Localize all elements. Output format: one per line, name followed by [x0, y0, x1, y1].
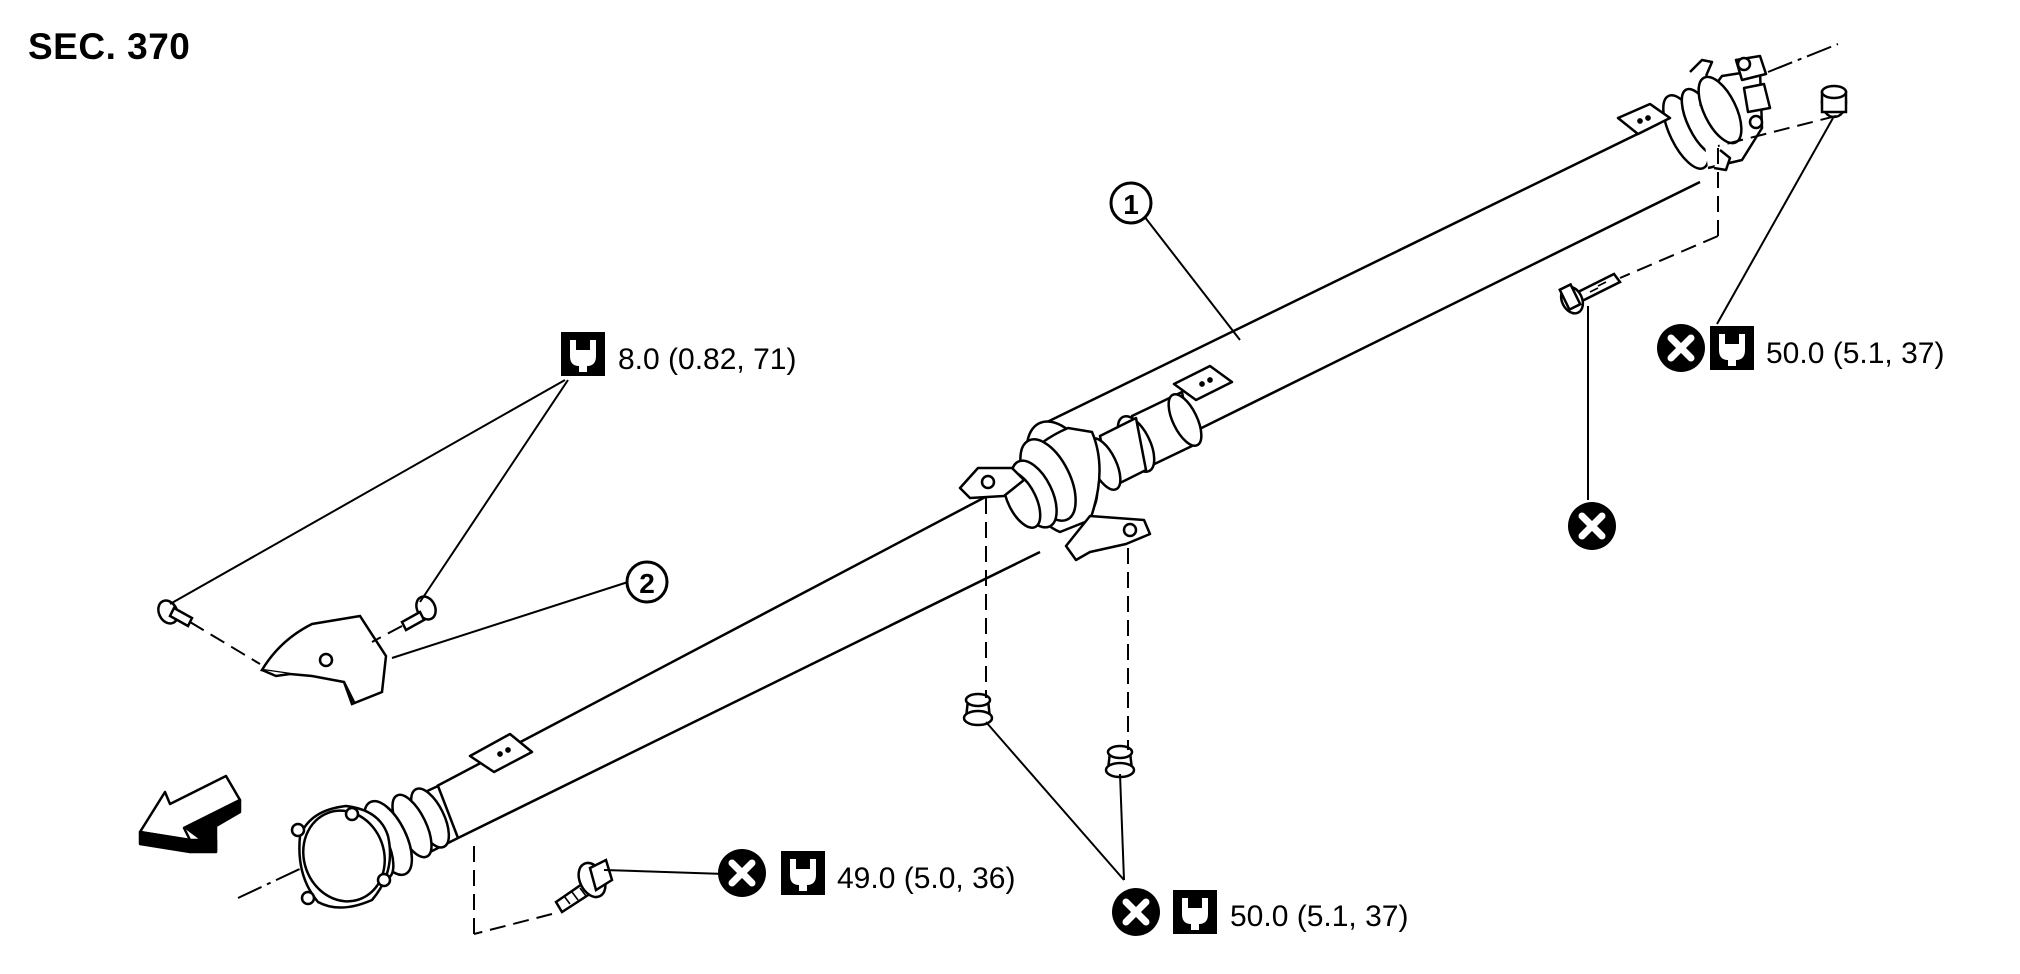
front-arrow-icon — [138, 774, 242, 854]
callout-1: 1 — [1109, 181, 1153, 225]
heat-insulator-bolt-right — [400, 595, 437, 632]
propeller-shaft — [290, 54, 1772, 909]
torque-wrench-icon — [781, 851, 825, 895]
torque-spec-front-flange: 49.0 (5.0, 36) — [837, 862, 1016, 895]
callout-2-number: 2 — [639, 568, 655, 599]
do-not-reuse-icon — [1112, 888, 1160, 936]
center-bearing-nut-right — [1104, 744, 1136, 779]
section-label: SEC. 370 — [28, 26, 191, 67]
torque-wrench-icon — [1710, 326, 1754, 370]
do-not-reuse-icon — [1568, 502, 1616, 550]
torque-spec-center-bearing: 50.0 (5.1, 37) — [1230, 900, 1409, 933]
heat-insulator — [259, 614, 388, 706]
leader-lines — [169, 117, 1834, 881]
callout-1-number: 1 — [1123, 189, 1139, 220]
callout-2: 2 — [625, 560, 669, 604]
torque-spec-rear-flange: 50.0 (5.1, 37) — [1766, 337, 1945, 370]
shaft-centerline — [237, 43, 1839, 899]
front-flange-bolt — [554, 858, 614, 914]
center-bearing-nut-left — [962, 692, 994, 727]
torque-wrench-icon — [561, 332, 605, 376]
torque-spec-heat-insulator: 8.0 (0.82, 71) — [618, 343, 797, 376]
rear-flange-bolt — [1558, 272, 1622, 315]
heat-insulator-bolt-left — [157, 599, 194, 628]
dashed-assembly-lines — [189, 115, 1837, 935]
rear-flange-nut — [1820, 84, 1848, 119]
torque-wrench-icon — [1173, 890, 1217, 934]
do-not-reuse-icon — [718, 849, 766, 897]
do-not-reuse-icon — [1657, 324, 1705, 372]
